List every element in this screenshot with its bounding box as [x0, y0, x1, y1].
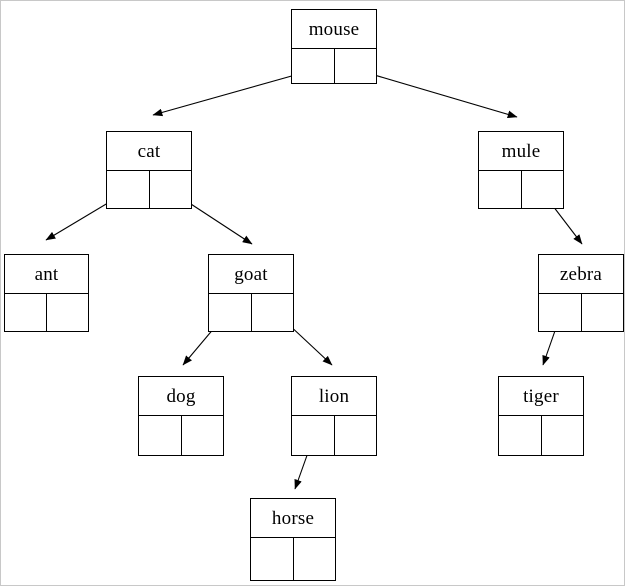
tree-node-left-pointer-mouse — [292, 49, 335, 83]
tree-node-pointers-horse — [251, 538, 335, 580]
tree-node-left-pointer-zebra — [539, 294, 582, 331]
tree-node-pointers-zebra — [539, 294, 623, 331]
tree-node-horse[interactable]: horse — [250, 498, 336, 581]
tree-node-lion[interactable]: lion — [291, 376, 377, 456]
tree-node-pointers-goat — [209, 294, 293, 331]
tree-node-dog[interactable]: dog — [138, 376, 224, 456]
tree-node-right-pointer-ant — [47, 294, 88, 331]
tree-node-label-lion: lion — [292, 377, 376, 416]
tree-node-right-pointer-mouse — [335, 49, 377, 83]
tree-node-label-tiger: tiger — [499, 377, 583, 416]
tree-node-left-pointer-ant — [5, 294, 47, 331]
tree-node-right-pointer-mule — [522, 171, 564, 208]
tree-node-right-pointer-cat — [150, 171, 192, 208]
tree-node-left-pointer-cat — [107, 171, 150, 208]
tree-node-right-pointer-goat — [252, 294, 294, 331]
tree-node-goat[interactable]: goat — [208, 254, 294, 332]
tree-node-left-pointer-dog — [139, 416, 182, 455]
tree-node-zebra[interactable]: zebra — [538, 254, 624, 332]
tree-node-label-mouse: mouse — [292, 10, 376, 49]
tree-node-label-mule: mule — [479, 132, 563, 171]
tree-node-left-pointer-mule — [479, 171, 522, 208]
tree-node-pointers-dog — [139, 416, 223, 455]
tree-edge-mouse-cat — [152, 69, 314, 117]
tree-node-right-pointer-horse — [294, 538, 336, 580]
tree-node-label-goat: goat — [209, 255, 293, 294]
tree-node-pointers-ant — [5, 294, 88, 331]
tree-edge-mouse-mule — [353, 68, 518, 119]
tree-node-pointers-mouse — [292, 49, 376, 83]
tree-node-right-pointer-zebra — [582, 294, 624, 331]
tree-node-left-pointer-tiger — [499, 416, 542, 455]
tree-node-left-pointer-lion — [292, 416, 335, 455]
tree-node-pointers-mule — [479, 171, 563, 208]
tree-node-label-zebra: zebra — [539, 255, 623, 294]
tree-node-right-pointer-lion — [335, 416, 377, 455]
tree-node-label-cat: cat — [107, 132, 191, 171]
tree-node-mule[interactable]: mule — [478, 131, 564, 209]
tree-node-pointers-tiger — [499, 416, 583, 455]
tree-node-label-dog: dog — [139, 377, 223, 416]
tree-node-pointers-lion — [292, 416, 376, 455]
tree-node-cat[interactable]: cat — [106, 131, 192, 209]
tree-node-mouse[interactable]: mouse — [291, 9, 377, 84]
tree-node-right-pointer-dog — [182, 416, 224, 455]
tree-node-tiger[interactable]: tiger — [498, 376, 584, 456]
tree-node-label-horse: horse — [251, 499, 335, 538]
tree-node-left-pointer-goat — [209, 294, 252, 331]
tree-node-right-pointer-tiger — [542, 416, 584, 455]
tree-node-ant[interactable]: ant — [4, 254, 89, 332]
tree-node-left-pointer-horse — [251, 538, 294, 580]
tree-node-label-ant: ant — [5, 255, 88, 294]
tree-node-pointers-cat — [107, 171, 191, 208]
